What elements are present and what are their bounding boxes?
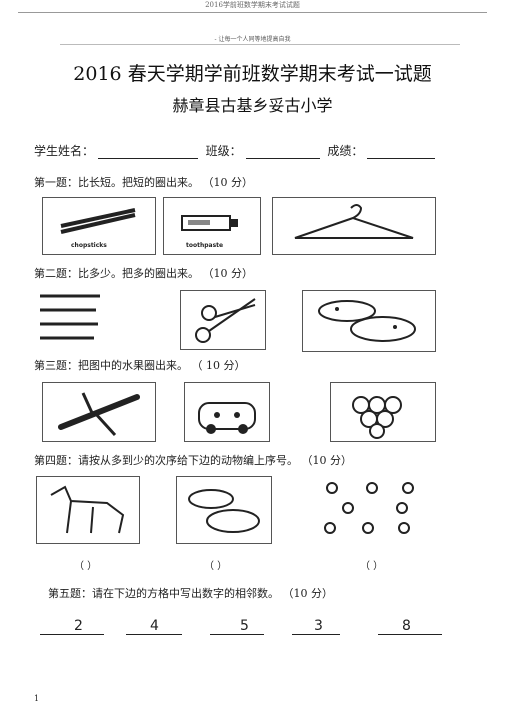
motto: - 让每一个人同等地提高自我 — [214, 36, 291, 43]
number-2: 4 — [150, 618, 159, 634]
neighbor-number-row: 2 4 5 3 8 — [40, 618, 480, 638]
running-header: 2016学前班数学期末考试试题 — [205, 1, 300, 9]
scissors-icon — [195, 298, 256, 343]
toothpaste-icon — [181, 215, 238, 231]
chopsticks-label: chopsticks — [71, 242, 107, 249]
hanger-box[interactable] — [272, 197, 436, 255]
car-icon — [198, 402, 256, 434]
question-2: 第二题：比多少。把多的圈出来。 （10 分） — [34, 267, 253, 280]
chopsticks-icon — [60, 208, 136, 234]
answer-paren-3[interactable]: （ ） — [360, 561, 384, 572]
grapes-box[interactable] — [330, 382, 436, 442]
question-1: 第一题：比长短。把短的圈出来。 （10 分） — [34, 176, 253, 189]
name-blank[interactable] — [97, 146, 198, 159]
blank-line-2[interactable] — [126, 634, 182, 635]
animals-icon — [324, 482, 414, 534]
exam-title: 2016 春天学期学前班数学期末考试一试题 — [73, 63, 432, 85]
knives-icon — [40, 294, 100, 340]
airplane-icon — [58, 392, 140, 437]
grapes-icon — [352, 396, 402, 439]
number-5: 8 — [402, 618, 411, 634]
answer-paren-2[interactable]: （ ） — [204, 561, 228, 572]
number-3: 5 — [240, 618, 249, 634]
student-info: 学生姓名： 班级： 成绩： — [34, 142, 439, 159]
fish-group-icon — [188, 489, 260, 533]
question-4: 第四题：请按从多到少的次序给下边的动物编上序号。 （10 分） — [34, 454, 352, 467]
blank-line-3[interactable] — [210, 634, 264, 635]
class-label: 班级： — [205, 144, 242, 158]
fish-icon — [318, 300, 416, 342]
fish-box[interactable] — [302, 290, 436, 352]
blank-line-5[interactable] — [378, 634, 442, 635]
knives-box[interactable] — [36, 290, 124, 348]
school-name: 赫章县古基乡妥古小学 — [172, 96, 333, 115]
page-number: 1 — [34, 694, 40, 703]
name-label: 学生姓名： — [34, 144, 95, 158]
score-label: 成绩： — [327, 144, 364, 158]
number-1: 2 — [74, 618, 83, 634]
car-box[interactable] — [184, 382, 270, 442]
header-divider — [18, 12, 487, 13]
toothpaste-label: toothpaste — [186, 242, 224, 249]
blank-line-4[interactable] — [292, 634, 340, 635]
hanger-icon — [294, 204, 414, 239]
fish-group-box[interactable] — [176, 476, 272, 544]
motto-divider — [60, 44, 460, 45]
airplane-box[interactable] — [42, 382, 156, 442]
class-blank[interactable] — [245, 146, 320, 159]
blank-line-1[interactable] — [40, 634, 104, 635]
chopsticks-box[interactable]: chopsticks — [42, 197, 156, 255]
scissors-box[interactable] — [180, 290, 266, 350]
question-3: 第三题：把图中的水果圈出来。 （ 10 分） — [34, 359, 246, 372]
answer-paren-1[interactable]: （ ） — [74, 561, 98, 572]
number-4: 3 — [314, 618, 323, 634]
toothpaste-box[interactable]: toothpaste — [163, 197, 261, 255]
horse-box[interactable] — [36, 476, 140, 544]
question-5: 第五题：请在下边的方格中写出数字的相邻数。 （10 分） — [48, 587, 333, 600]
score-blank[interactable] — [367, 146, 436, 159]
animals-box[interactable] — [312, 476, 432, 542]
horse-icon — [50, 485, 125, 534]
